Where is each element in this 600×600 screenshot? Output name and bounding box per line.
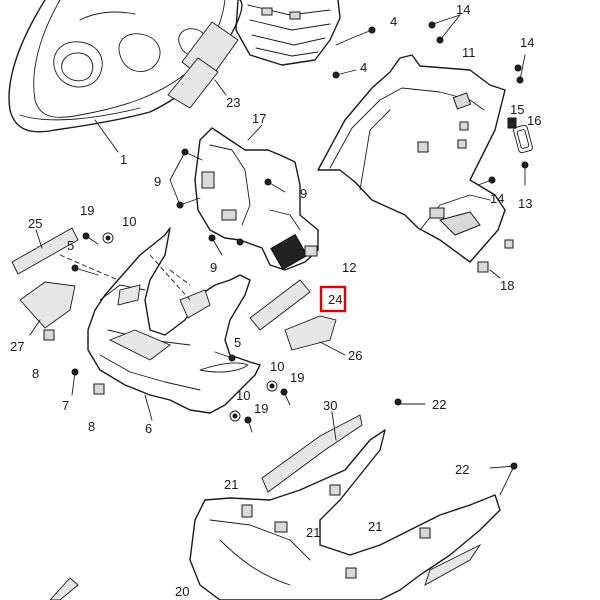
highlight-box-24	[319, 285, 347, 313]
label-8b: 8	[88, 419, 95, 434]
grommet-part-16[interactable]	[513, 124, 533, 154]
screw-part-13[interactable]	[521, 161, 529, 186]
bolt-19b[interactable]	[280, 388, 291, 406]
label-5a: 5	[67, 238, 74, 253]
label-19c: 19	[254, 401, 268, 416]
inner-panel-part-11[interactable]	[317, 54, 506, 263]
label-13: 13	[518, 196, 532, 211]
label-30: 30	[323, 398, 337, 413]
pad-part-26[interactable]	[284, 315, 346, 356]
label-10c: 10	[236, 388, 250, 403]
label-21a: 21	[224, 477, 238, 492]
side-cover-part-20[interactable]	[49, 429, 501, 600]
label-15: 15	[510, 102, 524, 117]
strip-part-25[interactable]	[11, 227, 79, 275]
washer-10a[interactable]	[102, 232, 114, 244]
label-26: 26	[348, 348, 362, 363]
washer-10b[interactable]	[266, 380, 278, 392]
label-14b: 14	[520, 35, 534, 50]
label-1: 1	[120, 152, 127, 167]
bolt-14b[interactable]	[514, 54, 526, 84]
label-18: 18	[500, 278, 514, 293]
label-10b: 10	[270, 359, 284, 374]
lower-cowl-part-6[interactable]	[59, 227, 261, 421]
label-17: 17	[252, 111, 266, 126]
bolt-19a[interactable]	[82, 232, 99, 245]
label-14a: 14	[456, 2, 470, 17]
label-21b: 21	[306, 525, 320, 540]
bolt-9b[interactable]	[264, 178, 286, 193]
label-16: 16	[527, 113, 541, 128]
clip-21c[interactable]	[345, 527, 431, 579]
panel-part-23[interactable]	[167, 21, 239, 109]
bolt-19c[interactable]	[244, 416, 253, 433]
clip-part-15[interactable]	[507, 117, 517, 129]
label-22b: 22	[455, 462, 469, 477]
label-20: 20	[175, 584, 189, 599]
label-5b: 5	[234, 335, 241, 350]
label-21c: 21	[368, 519, 382, 534]
bolt-9c[interactable]	[208, 234, 244, 256]
bolt-14c[interactable]	[477, 176, 496, 186]
part-labels: 1 23 4 4 14 14 11 15 16 14 13 18 17 9 9 …	[10, 2, 541, 599]
bolt-4a[interactable]	[335, 26, 376, 46]
strip-part-30[interactable]	[261, 411, 363, 493]
bolt-22b[interactable]	[489, 462, 518, 496]
label-12: 12	[342, 260, 356, 275]
clip-8b[interactable]	[93, 383, 105, 395]
bolt-5a[interactable]	[71, 264, 99, 276]
label-19b: 19	[290, 370, 304, 385]
clip-part-18[interactable]	[477, 239, 514, 279]
bolt-14a[interactable]	[428, 14, 461, 44]
label-9c: 9	[210, 260, 217, 275]
label-9a: 9	[154, 174, 161, 189]
label-14c: 14	[490, 191, 504, 206]
label-27: 27	[10, 339, 24, 354]
bolt-9a[interactable]	[169, 148, 203, 209]
pad-part-27[interactable]	[19, 281, 76, 336]
screw-7[interactable]	[71, 368, 79, 396]
bolt-4b[interactable]	[332, 69, 357, 79]
label-8a: 8	[32, 366, 39, 381]
label-9b: 9	[300, 186, 307, 201]
label-4b: 4	[360, 60, 367, 75]
label-11: 11	[462, 45, 476, 60]
clip-8a[interactable]	[43, 329, 55, 341]
label-25: 25	[28, 216, 42, 231]
label-6: 6	[145, 421, 152, 436]
strip-part-24[interactable]	[249, 279, 311, 331]
label-19a: 19	[80, 203, 94, 218]
center-bracket-part-17[interactable]	[194, 124, 319, 271]
label-7: 7	[62, 398, 69, 413]
upper-bracket-part[interactable]	[235, 0, 341, 66]
label-23: 23	[226, 95, 240, 110]
clip-21b[interactable]	[274, 484, 341, 533]
label-10a: 10	[122, 214, 136, 229]
label-24: 24	[328, 292, 342, 307]
label-22a: 22	[432, 397, 446, 412]
bolt-22a[interactable]	[394, 398, 426, 406]
label-4a: 4	[390, 14, 397, 29]
clip-21a[interactable]	[241, 504, 253, 518]
washer-10c[interactable]	[229, 410, 241, 422]
bolt-5b[interactable]	[214, 351, 236, 362]
